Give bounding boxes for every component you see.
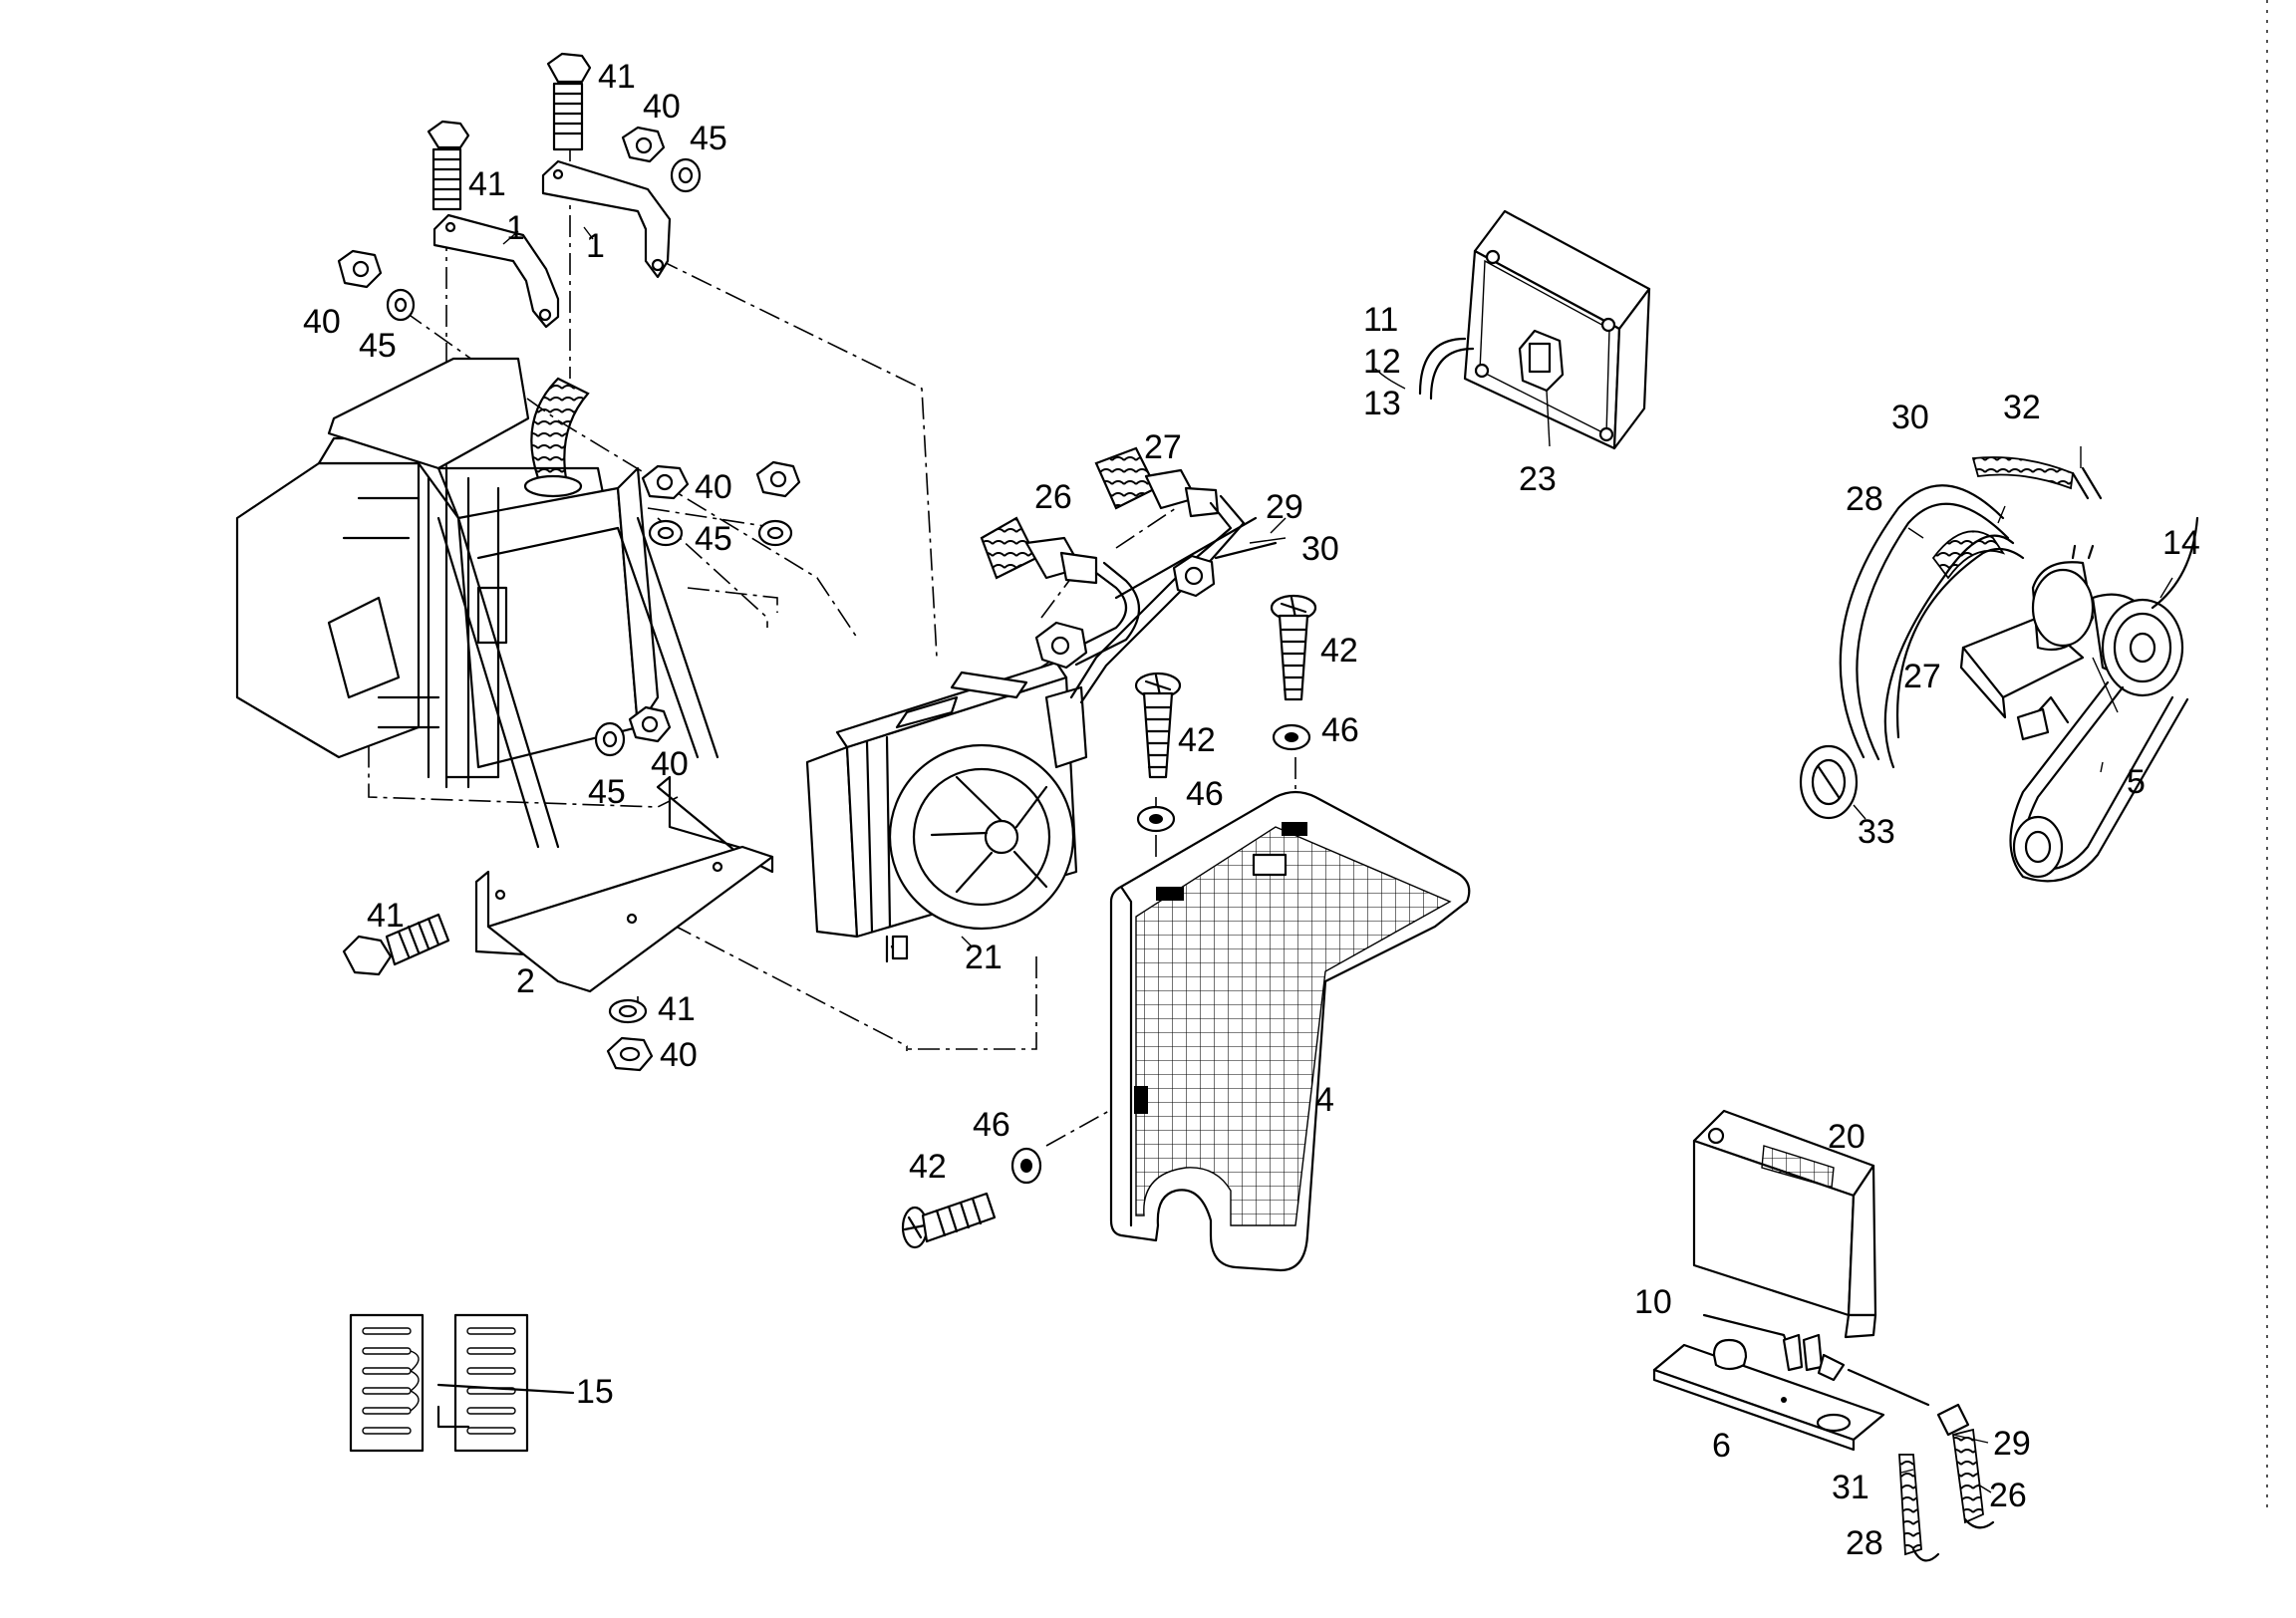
callout-41: 41 (468, 165, 506, 203)
callout-46: 46 (1186, 775, 1224, 813)
callout-29: 29 (1266, 488, 1303, 526)
nut-40-low (628, 705, 672, 743)
callout-32: 32 (2003, 389, 2041, 426)
callout-30: 30 (1301, 530, 1339, 568)
fittings-10 (1702, 1313, 1930, 1407)
callout-45: 45 (690, 120, 727, 157)
callout-20: 20 (1828, 1118, 1866, 1156)
mount-plate-6 (1652, 1338, 1885, 1452)
callout-41: 41 (367, 897, 405, 935)
callout-14: 14 (2162, 524, 2200, 562)
pipe-26-29 (1936, 1403, 1995, 1529)
compressor-14 (1959, 516, 2199, 741)
part-labels: 41 40 45 41 1 1 40 45 40 45 40 45 45 40 … (303, 58, 2200, 1562)
callout-26: 26 (1989, 1477, 2027, 1514)
callout-23: 23 (1519, 460, 1557, 498)
nut-40-left (337, 249, 383, 289)
screw-42-right (1270, 594, 1317, 701)
washer-46-right (1272, 723, 1311, 751)
hose-fitting-26 (980, 516, 1098, 585)
callout-46: 46 (973, 1106, 1010, 1144)
nut-40-lower (606, 1036, 654, 1072)
pipe-29 (1034, 516, 1258, 670)
callout-1: 1 (586, 227, 605, 265)
nut-40-mid-a (641, 464, 690, 500)
bracket-part-1-left (432, 213, 560, 329)
nut-40-mid-b (755, 460, 801, 498)
callout-21: 21 (965, 939, 1003, 976)
callout-40: 40 (643, 88, 681, 126)
washer-41-lower (608, 998, 648, 1024)
nut-40-top (621, 126, 666, 163)
callout-40: 40 (660, 1036, 698, 1074)
callout-40: 40 (303, 303, 341, 341)
callout-27: 27 (1903, 658, 1941, 695)
screw-42-lower (901, 1192, 997, 1249)
callout-42: 42 (1320, 632, 1358, 670)
grommet-33 (1799, 744, 1859, 820)
callout-15: 15 (576, 1373, 614, 1411)
callout-46: 46 (1321, 711, 1359, 749)
bolt-41-top-right (546, 52, 592, 151)
washer-45-low (594, 721, 626, 757)
callout-12: 12 (1363, 343, 1401, 381)
fan-radiator-21 (805, 661, 1088, 963)
callout-42: 42 (1178, 721, 1216, 759)
washer-45-left (386, 288, 416, 322)
engine-block (235, 357, 719, 849)
callout-5: 5 (2127, 763, 2146, 801)
mesh-guard-4 (1109, 790, 1471, 1272)
callout-33: 33 (1858, 813, 1895, 851)
bracket-part-2 (474, 775, 774, 993)
vent-panels-15 (349, 1313, 575, 1453)
callout-41: 41 (658, 990, 696, 1028)
screw-42-center (1134, 672, 1182, 779)
washer-46-lower (1010, 1147, 1042, 1185)
callout-41: 41 (598, 58, 636, 96)
callout-40: 40 (695, 468, 732, 506)
callout-28: 28 (1846, 480, 1883, 518)
hose-fitting-27 (1094, 446, 1220, 518)
callout-31: 31 (1832, 1469, 1869, 1506)
hose-bundle (1839, 456, 2103, 769)
bracket-part-1-right (541, 159, 672, 279)
washer-45-mid-b (757, 519, 793, 547)
bolt-41-top-left (427, 120, 470, 211)
callout-10: 10 (1634, 1283, 1672, 1321)
callout-42: 42 (909, 1148, 947, 1186)
callout-45: 45 (588, 773, 626, 811)
callout-1: 1 (506, 209, 525, 247)
washer-45-mid-a (648, 519, 684, 547)
washer-45-top (670, 157, 702, 193)
callout-27: 27 (1144, 428, 1182, 466)
callout-13: 13 (1363, 385, 1401, 422)
callout-2: 2 (516, 962, 535, 1000)
control-box-23 (1418, 209, 1651, 450)
leader-lines (502, 226, 2173, 1493)
pipe-28-31 (1898, 1454, 1940, 1562)
callout-30: 30 (1891, 399, 1929, 436)
callout-45: 45 (359, 327, 397, 365)
callout-4: 4 (1315, 1081, 1334, 1119)
callout-40: 40 (651, 745, 689, 783)
callout-6: 6 (1712, 1427, 1731, 1465)
bolt-41-bottom (342, 913, 450, 976)
callout-45: 45 (695, 520, 732, 558)
condenser-unit-20 (1692, 1109, 1877, 1339)
callout-11: 11 (1363, 301, 1398, 339)
callout-28: 28 (1846, 1524, 1883, 1562)
belt-5 (2009, 680, 2189, 883)
pipe-30 (1069, 494, 1278, 704)
washer-46-center (1136, 805, 1176, 833)
callout-26: 26 (1034, 478, 1072, 516)
callout-29: 29 (1993, 1425, 2031, 1463)
